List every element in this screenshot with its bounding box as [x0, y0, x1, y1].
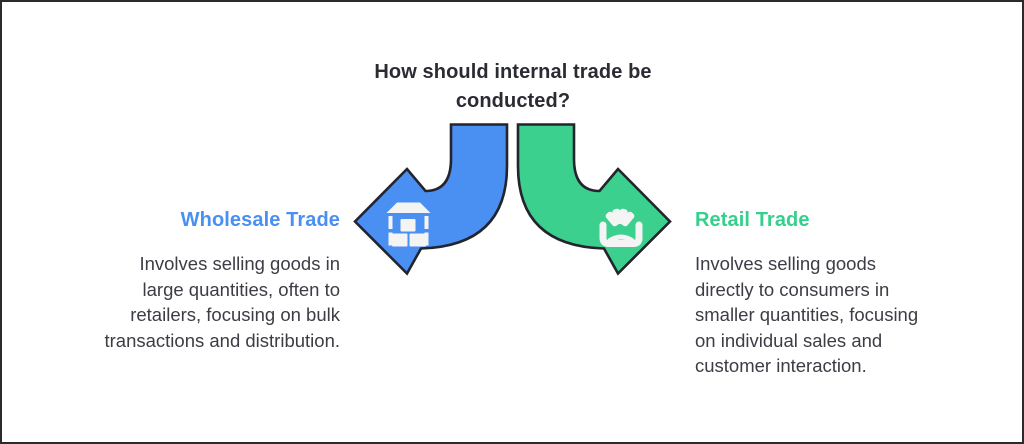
retail-arrow: [516, 123, 672, 275]
description-line: directly to consumers in: [695, 278, 890, 300]
description-line: Involves selling goods: [695, 253, 876, 274]
description-line: transactions and distribution.: [104, 329, 341, 351]
title-line: conducted?: [455, 90, 571, 112]
retail-section: Retail Trade Involves selling goods dire…: [695, 208, 1001, 379]
warehouse-icon: [386, 202, 431, 247]
description-line: retailers, focusing on bulk: [130, 304, 340, 326]
description-line: customer interaction.: [695, 355, 867, 377]
wholesale-section: Wholesale Trade Involves selling goods i…: [26, 208, 341, 353]
storefront-icon: [599, 208, 643, 247]
wholesale-description: Involves selling goods in large quantiti…: [26, 251, 341, 353]
description-line: smaller quantities, focusing: [695, 304, 919, 326]
description-line: large quantities, often to: [142, 278, 340, 300]
retail-heading: Retail Trade: [695, 209, 810, 231]
retail-description: Involves selling goods directly to consu…: [695, 251, 1001, 379]
page-title: How should internal trade be conducted?: [333, 58, 693, 116]
wholesale-arrow: [353, 123, 509, 275]
description-line: Involves selling goods in: [139, 253, 340, 274]
title-line: How should internal trade be: [374, 61, 652, 83]
wholesale-heading: Wholesale Trade: [180, 209, 340, 231]
arrows-graphic: [353, 123, 672, 275]
description-line: on individual sales and: [695, 329, 883, 351]
